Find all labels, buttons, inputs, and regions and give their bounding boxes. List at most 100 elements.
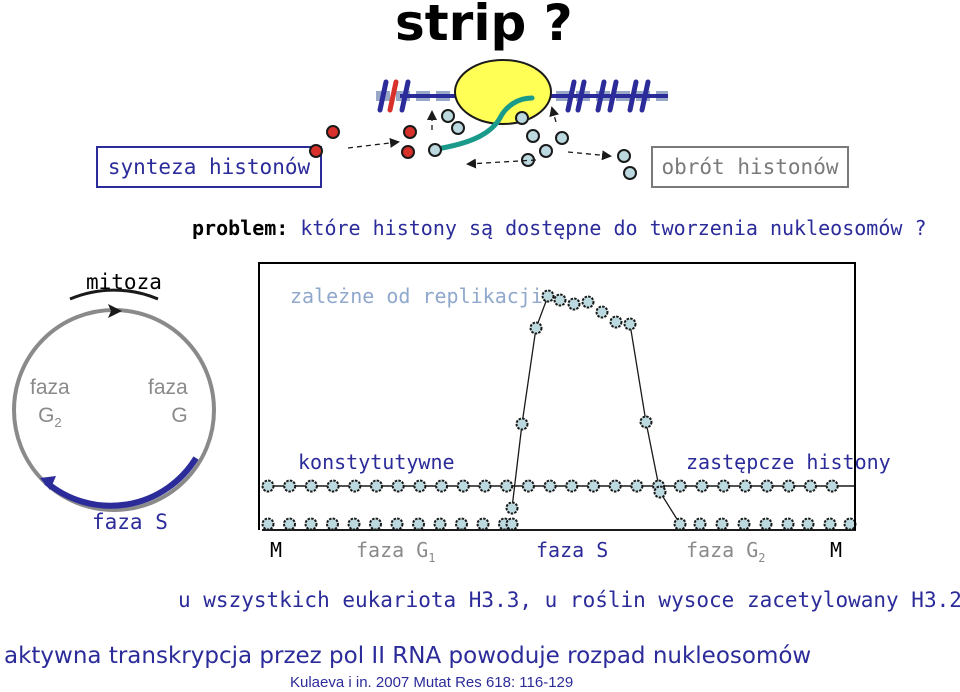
nucleosome-dot (390, 517, 404, 531)
nucleosome-dot (673, 479, 687, 493)
axis-s: faza S (536, 538, 609, 562)
transcription-note: aktywna transkrypcja przez pol II RNA po… (4, 643, 812, 669)
replacement-row (261, 517, 857, 531)
axis-g1-sub: 1 (428, 551, 436, 565)
nucleosome-dot (759, 517, 773, 531)
nucleosome-dot (673, 517, 687, 531)
turnover-arrows (347, 106, 612, 169)
problem-text: które histony są dostępne do tworzenia n… (300, 216, 927, 240)
cycle-g2-line1: faza (30, 376, 70, 399)
cycle-g-line1: faza (148, 376, 188, 399)
nucleosome-dot (529, 321, 543, 335)
problem-statement: problem: które histony są dostępne do tw… (192, 216, 927, 240)
arrow-back (466, 158, 537, 169)
nucleosome-dot (825, 479, 839, 493)
nucleosome-dot (608, 479, 622, 493)
nucleosome-dot (412, 517, 425, 531)
histone-synthesis-label: synteza histonów (107, 155, 311, 179)
nucleosome-dot (595, 305, 609, 319)
s-phase-arrowhead (40, 476, 56, 490)
page-title: strip ? (395, 0, 573, 52)
nucleosome-dot (760, 479, 774, 493)
nucleosome-dot (801, 517, 815, 531)
citation: Kulaeva i in. 2007 Mutat Res 618: 116-12… (290, 674, 574, 691)
cycle-g2-letter: G (38, 404, 55, 427)
nucleosome-dot (283, 479, 297, 493)
nucleosome-dot (715, 517, 729, 531)
red-histone-3 (403, 125, 417, 139)
histone-synthesis-box: synteza histonów (96, 146, 322, 188)
replication-dependent-label: zależne od replikacji (290, 284, 543, 308)
nucleosome-dot (695, 479, 709, 493)
nucleosome-dot (587, 479, 600, 493)
cell-cycle (12, 288, 216, 512)
gray-histone-7 (539, 144, 553, 158)
histone-turnover-label: obrót histonów (661, 155, 839, 179)
axis-g2-text: faza G (686, 538, 759, 562)
nucleosome-dot (738, 479, 752, 493)
nucleosome-dot (505, 517, 519, 531)
arrow-to-red (347, 137, 400, 149)
nucleosome-dot (781, 517, 795, 531)
problem-label: problem: (192, 216, 289, 240)
nucleosome-dot (478, 479, 492, 493)
gray-histone-5 (526, 129, 540, 143)
nucleosome-dot (370, 479, 383, 493)
constitutive-label: konstytutywne (298, 450, 455, 474)
nucleosome-dot (623, 317, 637, 331)
replication-peak (505, 289, 667, 515)
nucleosome-dot (505, 501, 519, 515)
cycle-g2-line2: G2 (30, 402, 70, 437)
red-histone-4 (401, 145, 415, 159)
axis-g2: faza G2 (686, 538, 765, 565)
nucleosome-dot (369, 517, 382, 531)
cycle-mitosis-label: mitoza (86, 270, 162, 294)
mitosis-arc (69, 288, 159, 301)
nucleosome-dot (693, 517, 707, 531)
cycle-g2-sub: 2 (54, 415, 62, 431)
axis-m-start: M (270, 538, 283, 562)
cycle-g-label: faza G (148, 374, 188, 430)
nucleosome-dot (543, 479, 557, 493)
nucleosome-dot (413, 479, 427, 493)
nucleosome-dot (541, 289, 555, 303)
nucleosome-dot (500, 479, 514, 493)
s-phase-arc (44, 456, 199, 509)
axis-g1: faza G1 (356, 538, 435, 565)
panel-plot (261, 289, 857, 531)
nucleosome-dot (553, 293, 567, 307)
nucleosome-dot (567, 297, 581, 311)
nucleosome-dot (456, 479, 470, 493)
red-histone-1 (326, 125, 340, 139)
gray-histone-2 (451, 121, 465, 135)
nucleosome-dot (476, 517, 490, 531)
gray-histone-3 (428, 143, 442, 157)
arrow-right (567, 150, 612, 161)
axis-g1-text: faza G (356, 538, 429, 562)
nucleosome-dot (261, 479, 275, 493)
nucleosome-dot (639, 415, 653, 429)
replication-panel (258, 262, 856, 530)
rna-polymerase-ellipse (454, 59, 552, 125)
replication-rise (511, 295, 549, 509)
gray-histone-6 (555, 131, 569, 145)
nucleosome-dot (609, 315, 623, 329)
nucleosome-dot (391, 479, 405, 493)
nucleosome-dot (433, 517, 447, 531)
cycle-g-line2: G (171, 404, 188, 427)
nucleosome-dot (782, 479, 796, 493)
nucleosome-dot (653, 485, 667, 499)
axis-m-end: M (830, 538, 843, 562)
top-histones (309, 109, 637, 180)
nucleosome-dot (630, 479, 644, 493)
dna-schematic (376, 59, 668, 151)
nucleosome-dot (261, 517, 275, 531)
nucleosome-dot (304, 517, 318, 531)
nucleosome-dot (717, 479, 731, 493)
rna-transcript (439, 95, 535, 151)
gray-histone-1 (441, 109, 455, 123)
nucleosome-dot (348, 479, 362, 493)
nucleosome-dot (435, 479, 449, 493)
nucleosome-dot (304, 479, 318, 493)
